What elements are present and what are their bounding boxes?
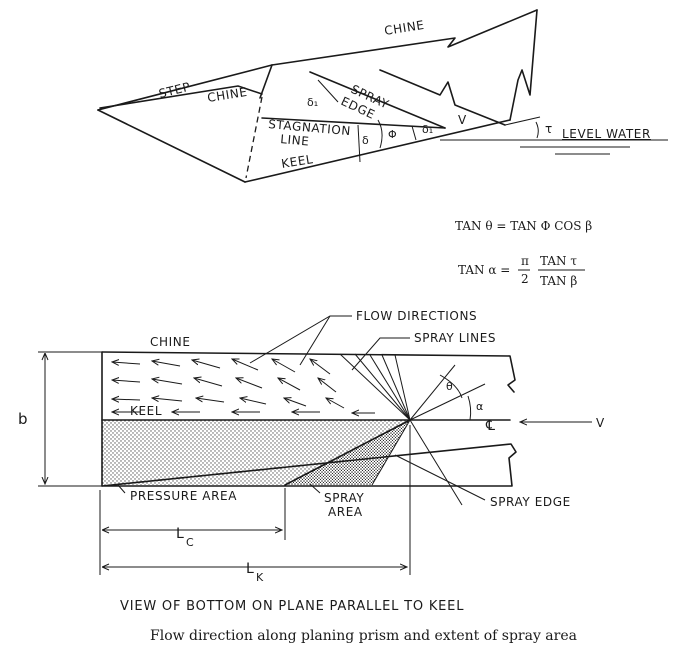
spray-edge-label-leader — [394, 454, 486, 501]
step-hidden-line — [245, 96, 263, 179]
theta-ray — [409, 364, 456, 421]
label-flow-directions: FLOW DIRECTIONS — [356, 309, 477, 323]
flow-arrows — [112, 359, 375, 413]
label-chine-bottom: CHINE — [150, 335, 191, 349]
label-spray-area-1: SPRAY — [324, 491, 364, 505]
equations: TAN θ = TAN Φ COS β TAN α = π 2 TAN τ TA… — [455, 219, 592, 288]
spray-edge-leader — [409, 419, 463, 506]
label-tau: τ — [545, 122, 553, 136]
theta-arc — [439, 374, 463, 399]
spray-lines-leader — [351, 337, 410, 371]
step-bottom-edge — [97, 109, 246, 183]
flow-directions-leader — [249, 315, 352, 364]
perspective-view: CHINE STEP CHINE SPRAY EDGE STAGNATION L… — [97, 9, 668, 183]
bottom-view: FLOW DIRECTIONS SPRAY LINES CHINE b KEEL… — [18, 309, 605, 584]
label-theta: θ — [446, 380, 453, 393]
label-pressure-area: PRESSURE AREA — [130, 489, 237, 503]
label-v-top: V — [458, 113, 467, 127]
equation-alpha-num: TAN τ — [540, 254, 577, 268]
spray-lines — [339, 353, 411, 421]
tau-arc — [535, 121, 539, 139]
label-level-water: LEVEL WATER — [562, 127, 651, 141]
step-inner — [259, 64, 273, 99]
label-chine-left: CHINE — [206, 85, 248, 105]
phi-arc — [377, 119, 383, 149]
spray-area-leader — [309, 483, 321, 494]
bow-edge — [509, 9, 538, 121]
spray-edge-ray — [371, 419, 411, 486]
step-edge — [97, 64, 273, 111]
keel-line — [244, 119, 511, 183]
equation-alpha-den: TAN β — [540, 274, 577, 288]
alpha-ray — [409, 383, 486, 421]
pressure-area-leader — [117, 484, 126, 494]
flow-directions-leader-2 — [299, 315, 331, 366]
pressure-area — [102, 420, 410, 485]
hull-outline — [101, 351, 517, 487]
spray-edge-line — [309, 71, 446, 129]
label-stagnation-line: LINE — [280, 132, 310, 148]
chine-lower-edge — [99, 85, 263, 109]
label-delta1-a: δ₁ — [307, 96, 318, 109]
label-v-bottom: V — [596, 416, 605, 430]
label-chine-upper: CHINE — [383, 18, 425, 38]
delta1-leader — [317, 79, 339, 103]
label-delta: δ — [362, 134, 369, 147]
label-delta1-b: δ₁ — [422, 123, 433, 136]
figure-caption: Flow direction along planing prism and e… — [150, 628, 577, 644]
spray-edge-lower — [284, 419, 411, 486]
alpha-arc — [467, 395, 472, 421]
chine-upper-edge — [271, 9, 538, 66]
label-spray-lines: SPRAY LINES — [414, 331, 496, 345]
label-alpha: α — [476, 400, 483, 413]
equation-theta: TAN θ = TAN Φ COS β — [455, 219, 592, 233]
label-spray-edge: SPRAY EDGE — [490, 495, 571, 509]
label-b: b — [18, 410, 28, 428]
label-lc-sub: C — [186, 536, 194, 549]
label-keel: KEEL — [280, 152, 314, 171]
label-spray-area-2: AREA — [328, 505, 363, 519]
tau-ref — [504, 116, 541, 126]
label-phi: Φ — [388, 128, 397, 141]
label-keel-bottom: KEEL — [130, 404, 162, 418]
view-title: VIEW OF BOTTOM ON PLANE PARALLEL TO KEEL — [120, 599, 464, 614]
label-lk: L — [246, 561, 254, 577]
delta1-arc-right — [411, 125, 417, 141]
label-lk-sub: K — [256, 571, 264, 584]
stagnation-line — [261, 117, 446, 129]
chine-to-edge — [379, 69, 506, 126]
label-centerline: ℄ — [485, 418, 496, 434]
label-lc: L — [176, 526, 184, 542]
equation-alpha-lhs: TAN α = — [458, 263, 510, 277]
equation-alpha-pi: π — [521, 254, 529, 268]
vertical-ref — [357, 124, 361, 163]
label-step: STEP — [157, 80, 192, 101]
equation-alpha-two: 2 — [521, 272, 529, 286]
